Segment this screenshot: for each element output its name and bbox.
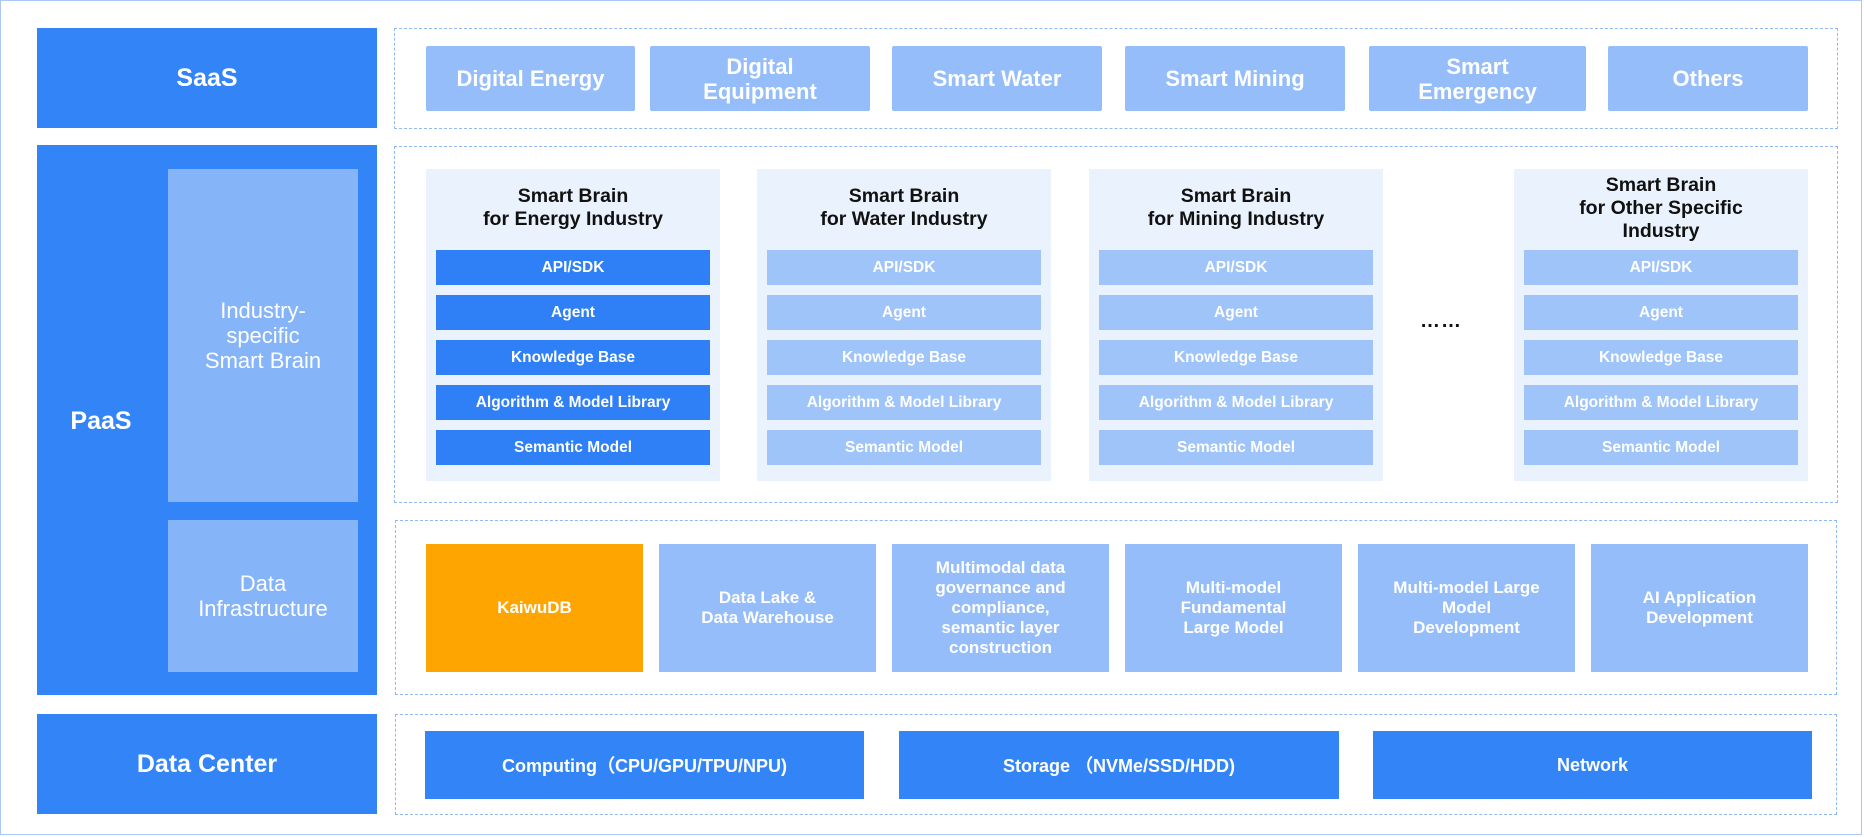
saas-item-digital-equipment: Digital Equipment <box>650 46 870 111</box>
module-agent: Agent <box>1099 295 1373 330</box>
saas-item-smart-water: Smart Water <box>892 46 1102 111</box>
dc-item-computing: Computing（CPU/GPU/TPU/NPU) <box>425 731 864 799</box>
brain-title: Smart Brain for Water Industry <box>820 185 988 230</box>
data-infra-side-label: Data Infrastructure <box>168 520 358 672</box>
saas-item-smart-mining: Smart Mining <box>1125 46 1345 111</box>
paas-layer-label: PaaS <box>70 406 132 435</box>
brain-card-water: Smart Brain for Water Industry API/SDK A… <box>757 169 1051 481</box>
module-algorithm-model-library: Algorithm & Model Library <box>1099 385 1373 420</box>
module-semantic-model: Semantic Model <box>767 430 1041 465</box>
brain-card-energy: Smart Brain for Energy Industry API/SDK … <box>426 169 720 481</box>
module-knowledge-base: Knowledge Base <box>767 340 1041 375</box>
module-algorithm-model-library: Algorithm & Model Library <box>767 385 1041 420</box>
brain-card-other: Smart Brain for Other Specific Industry … <box>1514 169 1808 481</box>
more-industries-ellipsis: …… <box>1420 309 1462 332</box>
saas-layer-label: SaaS <box>37 28 377 128</box>
saas-item-smart-emergency: Smart Emergency <box>1369 46 1586 111</box>
infra-item-kaiwudb: KaiwuDB <box>426 544 643 672</box>
brain-title: Smart Brain for Mining Industry <box>1147 185 1325 230</box>
module-semantic-model: Semantic Model <box>436 430 710 465</box>
infra-item-multimodal-governance: Multimodal data governance and complianc… <box>892 544 1109 672</box>
data-infra-container <box>395 520 1837 695</box>
infra-item-model-development: Multi-model Large Model Development <box>1358 544 1575 672</box>
dc-item-network: Network <box>1373 731 1812 799</box>
module-algorithm-model-library: Algorithm & Model Library <box>1524 385 1798 420</box>
saas-container <box>394 28 1838 129</box>
brain-title: Smart Brain for Other Specific Industry <box>1579 174 1743 242</box>
data-center-container <box>395 714 1837 815</box>
module-knowledge-base: Knowledge Base <box>1524 340 1798 375</box>
module-agent: Agent <box>767 295 1041 330</box>
dc-item-storage: Storage （NVMe/SSD/HDD) <box>899 731 1339 799</box>
module-semantic-model: Semantic Model <box>1099 430 1373 465</box>
module-algorithm-model-library: Algorithm & Model Library <box>436 385 710 420</box>
brain-title: Smart Brain for Energy Industry <box>483 185 663 230</box>
data-center-layer-label: Data Center <box>37 714 377 814</box>
module-api-sdk: API/SDK <box>1524 250 1798 285</box>
module-semantic-model: Semantic Model <box>1524 430 1798 465</box>
module-agent: Agent <box>1524 295 1798 330</box>
module-knowledge-base: Knowledge Base <box>436 340 710 375</box>
module-knowledge-base: Knowledge Base <box>1099 340 1373 375</box>
saas-item-digital-energy: Digital Energy <box>426 46 635 111</box>
smart-brain-container <box>394 146 1838 503</box>
brain-card-mining: Smart Brain for Mining Industry API/SDK … <box>1089 169 1383 481</box>
module-api-sdk: API/SDK <box>767 250 1041 285</box>
module-agent: Agent <box>436 295 710 330</box>
saas-item-others: Others <box>1608 46 1808 111</box>
module-api-sdk: API/SDK <box>436 250 710 285</box>
infra-item-fundamental-model: Multi-model Fundamental Large Model <box>1125 544 1342 672</box>
infra-item-ai-app-development: AI Application Development <box>1591 544 1808 672</box>
infra-item-data-lake: Data Lake & Data Warehouse <box>659 544 876 672</box>
smart-brain-side-label: Industry- specific Smart Brain <box>168 169 358 502</box>
module-api-sdk: API/SDK <box>1099 250 1373 285</box>
